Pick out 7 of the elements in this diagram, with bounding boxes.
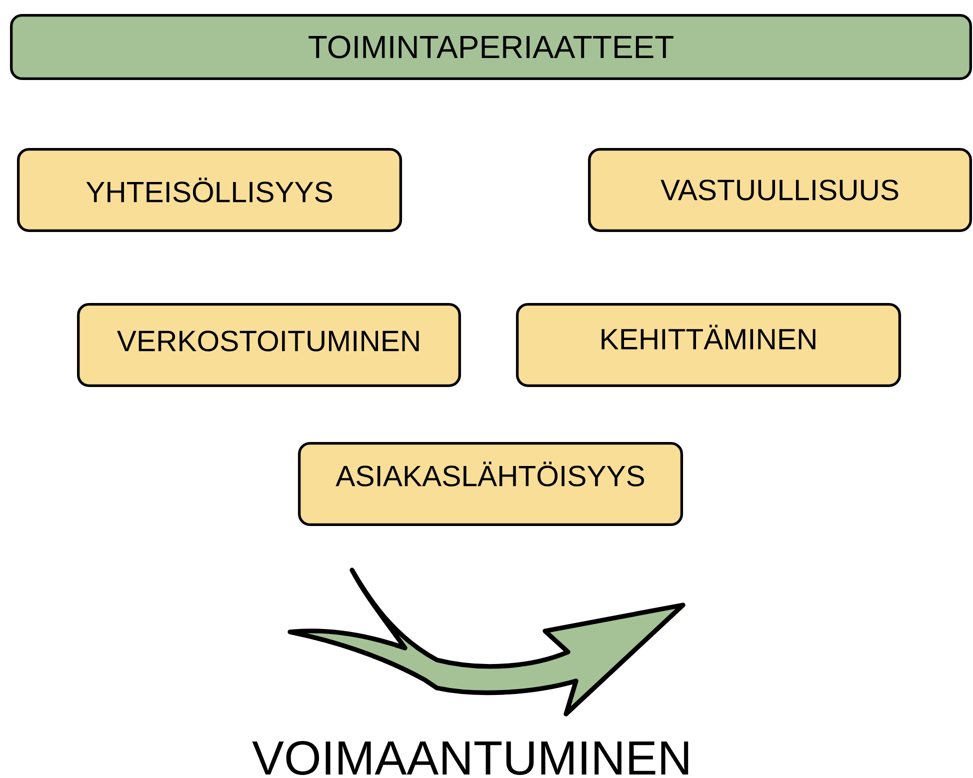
heading-band: TOIMINTAPERIAATTEET xyxy=(10,14,972,80)
principle-box: ASIAKASLÄHTÖISYYS xyxy=(298,442,684,526)
principle-box: YHTEISÖLLISYYS xyxy=(16,148,402,232)
principle-box: VERKOSTOITUMINEN xyxy=(77,303,461,387)
principle-box: VASTUULLISUUS xyxy=(588,148,972,232)
principle-box: KEHITTÄMINEN xyxy=(516,303,902,387)
caption-text: VOIMAANTUMINEN xyxy=(252,741,688,775)
